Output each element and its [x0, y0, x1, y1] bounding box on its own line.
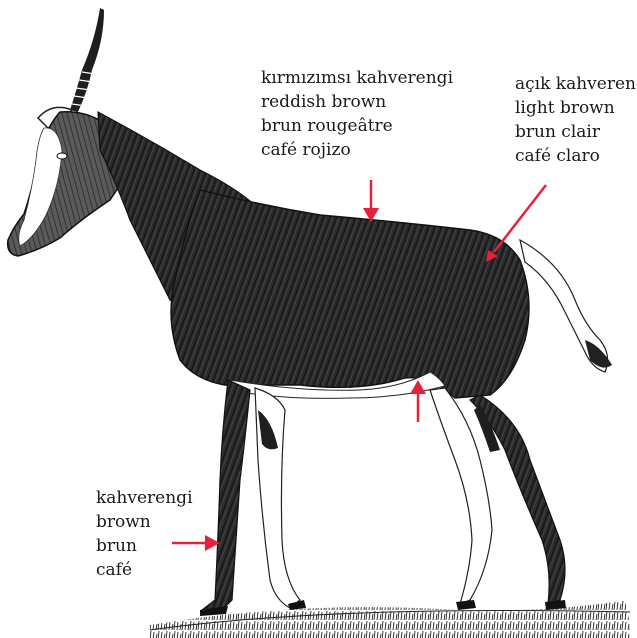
label-legs-fr: brun	[96, 534, 193, 558]
label-leg-color: kahverengi brown brun café	[96, 486, 193, 582]
label-legs-tr: kahverengi	[96, 486, 193, 510]
label-rump-es: café claro	[515, 144, 637, 168]
label-rump-tr: açık kahverengi	[515, 72, 637, 96]
eye	[57, 153, 67, 159]
arrow-icon	[363, 180, 379, 222]
hoof	[456, 600, 476, 610]
label-legs-en: brown	[96, 510, 193, 534]
label-rump-color: açık kahverengi light brown brun clair c…	[515, 72, 637, 168]
label-back-tr: kırmızımsı kahverengi	[261, 66, 453, 90]
label-back-es: café rojizo	[261, 138, 453, 162]
horn	[70, 8, 104, 112]
label-rump-en: light brown	[515, 96, 637, 120]
body	[171, 190, 529, 398]
label-back-color: kırmızımsı kahverengi reddish brown brun…	[261, 66, 453, 162]
label-back-fr: brun rougeâtre	[261, 114, 453, 138]
label-legs-es: café	[96, 558, 193, 582]
label-rump-fr: brun clair	[515, 120, 637, 144]
label-back-en: reddish brown	[261, 90, 453, 114]
front-leg-left	[202, 380, 250, 612]
